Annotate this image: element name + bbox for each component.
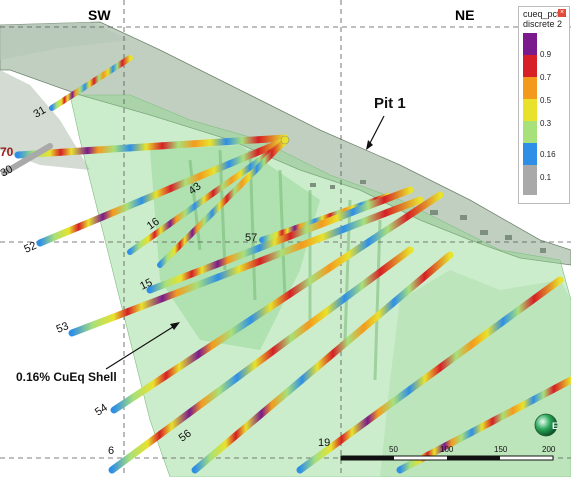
pit-wall-left (0, 70, 90, 170)
drillhole-19 (296, 276, 564, 474)
drillhole-54 (110, 191, 444, 414)
shell-right (380, 270, 571, 477)
scale-bar: 50 100 150 200 (340, 445, 556, 461)
scale-tick-150: 150 (494, 445, 508, 454)
direction-label-sw: SW (88, 7, 111, 23)
hole-label-43: 43 (186, 180, 203, 197)
legend-label-0.3: 0.3 (540, 119, 552, 128)
drillhole-15 (146, 186, 414, 294)
legend-swatch-0.7 (523, 55, 537, 77)
pit-label: Pit 1 (374, 95, 406, 112)
legend-subtitle: discrete 2 (523, 19, 563, 29)
hole-label-70: 70 (0, 145, 14, 159)
drillhole-5 (396, 376, 571, 474)
drillhole-53 (68, 196, 424, 337)
legend-label-0.7: 0.7 (540, 73, 552, 82)
hole-label-31: 31 (32, 104, 49, 121)
hole-label-16: 16 (145, 216, 162, 233)
shell-label: 0.16% CuEq Shell (16, 370, 117, 384)
hole-label-30: 30 (0, 163, 15, 180)
direction-label-ne: NE (455, 7, 475, 23)
drillhole-labels: 31 70 30 52 16 43 57 15 53 54 6 56 19 5 (0, 104, 550, 457)
pit-blocks (310, 180, 546, 253)
hole-label-54: 54 (93, 402, 110, 419)
legend-swatch-0.9 (523, 33, 537, 55)
pit-arrow-line (368, 115, 385, 146)
scale-tick-100: 100 (440, 445, 454, 454)
drillhole-70 (14, 134, 289, 159)
legend-swatch-0.1 (523, 165, 537, 195)
drillholes (1, 55, 571, 474)
drillhole-30 (1, 143, 53, 176)
pit-upper-face (0, 22, 130, 60)
orientation-globe-icon[interactable]: E (534, 413, 558, 437)
svg-text:E: E (552, 421, 558, 431)
legend-label-0.5: 0.5 (540, 96, 552, 105)
drillhole-6 (108, 246, 414, 474)
drillhole-56 (191, 251, 454, 474)
hole-label-19: 19 (318, 437, 330, 449)
hole-label-52: 52 (22, 240, 38, 256)
drill-collar (280, 135, 290, 145)
legend-panel[interactable]: cueq_pct × discrete 2 0.9 0.7 0.5 0.3 0.… (518, 6, 570, 204)
drillhole-31 (49, 55, 133, 111)
scale-tick-50: 50 (389, 445, 398, 454)
close-icon[interactable]: × (558, 9, 566, 17)
drillhole-52 (36, 138, 286, 247)
legend-title: cueq_pct (523, 9, 560, 19)
cueq-shell (69, 94, 571, 477)
legend-label-0.16: 0.16 (540, 150, 556, 159)
hole-label-56: 56 (177, 428, 194, 445)
shell-arrow-line (105, 324, 177, 370)
shell-arrow-head (170, 322, 180, 330)
legend-swatch-0.3 (523, 99, 537, 121)
legend-swatch-0.16 (523, 143, 537, 165)
hole-label-57: 57 (245, 232, 257, 244)
legend-swatch-0.2 (523, 121, 537, 143)
hole-label-6: 6 (108, 445, 114, 457)
drillhole-43 (157, 139, 287, 268)
pit-arrow-head (366, 140, 373, 150)
legend-label-0.9: 0.9 (540, 50, 552, 59)
legend-swatch-0.5 (523, 77, 537, 99)
hole-label-53: 53 (55, 320, 71, 336)
drillhole-16 (127, 140, 287, 255)
hole-label-15: 15 (138, 277, 154, 293)
scale-tick-200: 200 (542, 445, 556, 454)
legend-label-0.1: 0.1 (540, 173, 552, 182)
